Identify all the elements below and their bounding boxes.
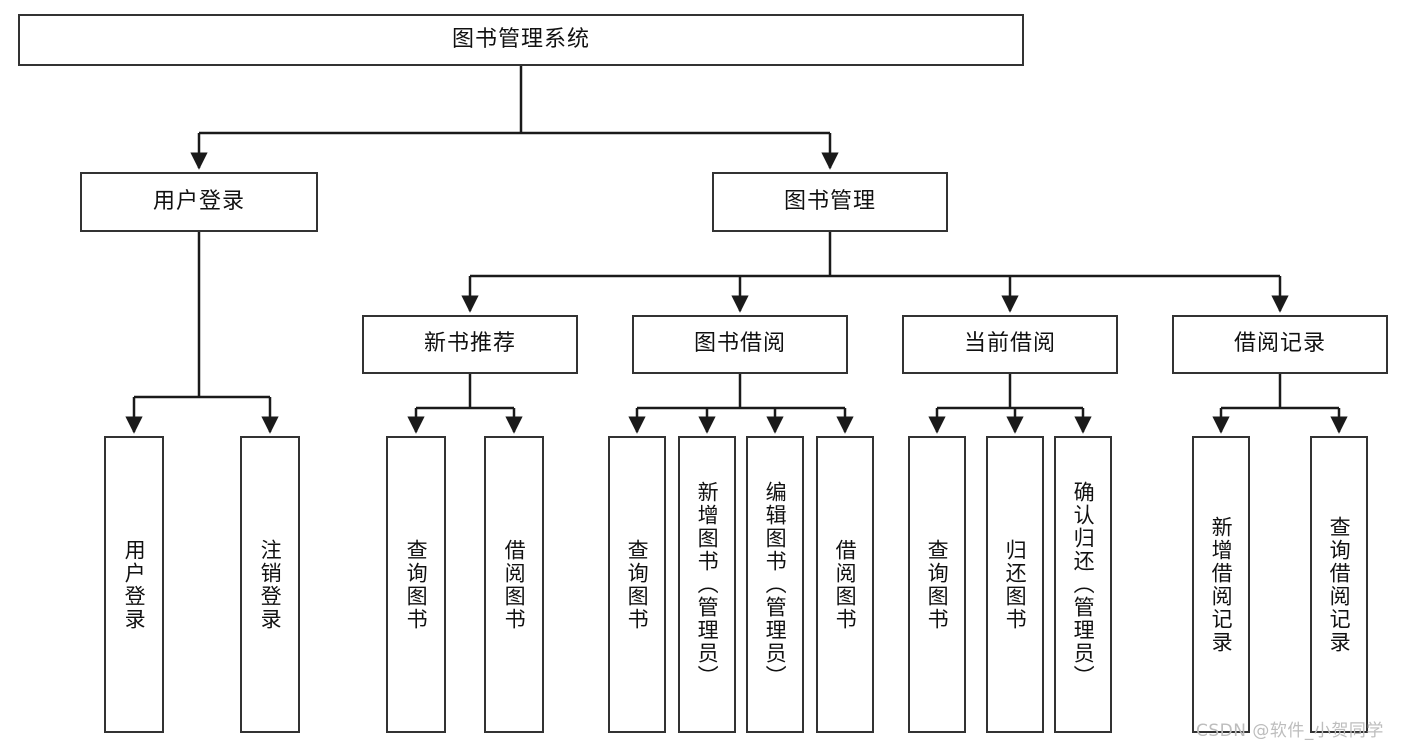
node-leaf-confirm-return-admin[interactable]: 确认归还（管理员） (1054, 436, 1112, 733)
leaf-label: 新增借阅记录 (1209, 515, 1234, 654)
leaf-label: 借阅图书 (502, 538, 527, 631)
node-leaf-borrow-book-rec[interactable]: 借阅图书 (484, 436, 544, 733)
leaf-label: 查询图书 (625, 538, 650, 631)
node-leaf-query-borrow-record[interactable]: 查询借阅记录 (1310, 436, 1368, 733)
node-leaf-return-book[interactable]: 归还图书 (986, 436, 1044, 733)
node-leaf-add-book-admin[interactable]: 新增图书（管理员） (678, 436, 736, 733)
node-root[interactable]: 图书管理系统 (18, 14, 1024, 66)
node-user-login[interactable]: 用户登录 (80, 172, 318, 232)
node-current-borrow[interactable]: 当前借阅 (902, 315, 1118, 374)
node-leaf-user-login[interactable]: 用户登录 (104, 436, 164, 733)
node-leaf-query-book-cur[interactable]: 查询图书 (908, 436, 966, 733)
leaf-label: 新增图书（管理员） (695, 481, 720, 688)
node-leaf-query-book-borrow[interactable]: 查询图书 (608, 436, 666, 733)
leaf-label: 确认归还（管理员） (1071, 481, 1096, 688)
node-leaf-edit-book-admin[interactable]: 编辑图书（管理员） (746, 436, 804, 733)
leaf-label: 编辑图书（管理员） (763, 481, 788, 688)
node-borrow-records[interactable]: 借阅记录 (1172, 315, 1388, 374)
node-book-management[interactable]: 图书管理 (712, 172, 948, 232)
node-leaf-borrow-book[interactable]: 借阅图书 (816, 436, 874, 733)
leaf-label: 归还图书 (1003, 538, 1028, 631)
node-leaf-add-borrow-record[interactable]: 新增借阅记录 (1192, 436, 1250, 733)
node-leaf-logout[interactable]: 注销登录 (240, 436, 300, 733)
leaf-label: 注销登录 (258, 538, 283, 631)
leaf-label: 查询借阅记录 (1327, 515, 1352, 654)
leaf-label: 用户登录 (122, 538, 147, 631)
watermark: CSDN @软件_小贺同学 (1196, 721, 1384, 741)
node-new-book-recommend[interactable]: 新书推荐 (362, 315, 578, 374)
leaf-label: 查询图书 (404, 538, 429, 631)
leaf-label: 查询图书 (925, 538, 950, 631)
node-leaf-query-book-rec[interactable]: 查询图书 (386, 436, 446, 733)
leaf-label: 借阅图书 (833, 538, 858, 631)
node-book-borrow[interactable]: 图书借阅 (632, 315, 848, 374)
